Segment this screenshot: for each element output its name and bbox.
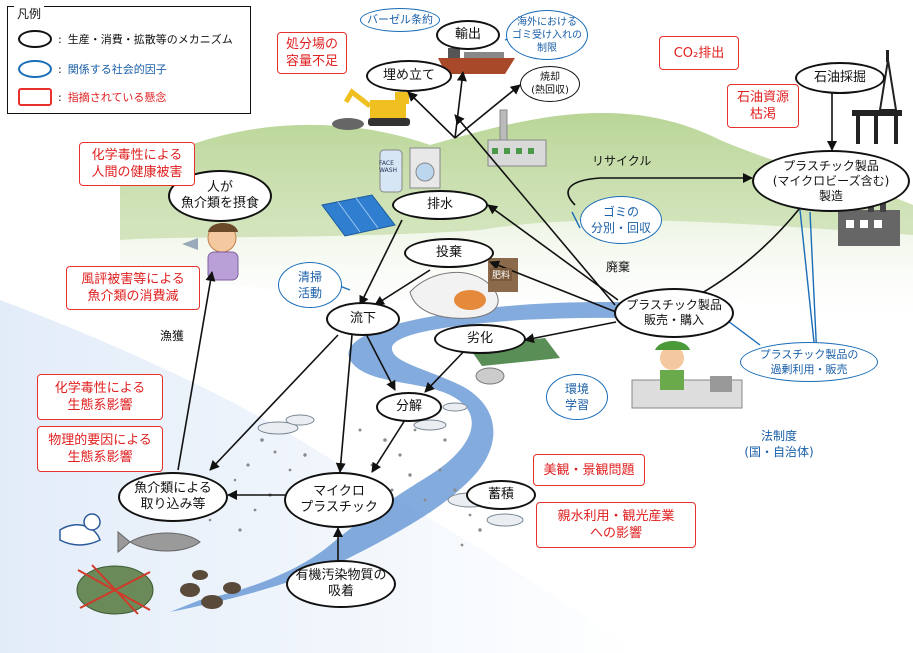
legend-title: 凡例 (14, 5, 45, 22)
node-sale-purchase[interactable]: プラスチック製品 販売・購入 (614, 288, 734, 338)
arrow-to-incineration (454, 84, 521, 139)
legend-social-factor-label: 関係する社会的因子 (67, 63, 167, 76)
seabird-icon (59, 513, 101, 546)
arrow-runoff-to-fish (209, 334, 339, 471)
arrow-decomposition-to-micro (371, 419, 406, 473)
arrow-to-degradation (524, 321, 617, 344)
fish-icon (117, 530, 201, 554)
node-plastic-production[interactable]: プラスチック製品 (マイクロビーズ含む) 製造 (752, 150, 910, 212)
node-runoff[interactable]: 流下 (326, 302, 400, 336)
legend-row-concern: : 指摘されている懸念 (18, 87, 166, 107)
node-export[interactable]: 輸出 (436, 20, 500, 50)
concern-landfill-capacity[interactable]: 処分場の 容量不足 (277, 32, 347, 74)
node-fish-intake[interactable]: 魚介類による 取り込み等 (118, 472, 228, 522)
node-drainage[interactable]: 排水 (392, 190, 488, 220)
arrow-runoff-to-decomposition (364, 331, 396, 391)
legend-mechanism-symbol (18, 30, 52, 48)
factor-cleanup-activity[interactable]: 清掃 活動 (278, 262, 342, 308)
legend-row-social-factor: : 関係する社会的因子 (18, 59, 167, 79)
face-wash-label: FACE WASH (379, 160, 398, 174)
washing-machine-icon (379, 147, 441, 193)
edge-label-disposal: 廃棄 (606, 260, 631, 274)
turtle-icon (76, 564, 154, 615)
factor-waste-sorting[interactable]: ゴミの 分別・回収 (580, 196, 662, 244)
arrow-recycle (567, 173, 753, 206)
arrow-sale-to-branch (454, 114, 616, 306)
person-eating-icon (182, 223, 239, 281)
arrow-drainage-to-runoff (359, 219, 403, 306)
node-degradation[interactable]: 劣化 (434, 324, 526, 354)
factor-basel-convention[interactable]: バーゼル条約 (360, 8, 440, 32)
concern-physical-ecosystem[interactable]: 物理的要因による 生態系影響 (37, 426, 163, 472)
node-microplastic[interactable]: マイクロ プラスチック (284, 472, 394, 528)
arrow-to-export (454, 71, 467, 139)
concern-human-health[interactable]: 化学毒性による 人間の健康被害 (79, 142, 195, 186)
concern-co2-emission[interactable]: CO₂排出 (659, 36, 739, 70)
concern-consumption-decline[interactable]: 風評被害等による 魚介類の消費減 (66, 266, 200, 310)
factor-overseas-limit[interactable]: 海外における ゴミ受け入れの 制限 (506, 10, 588, 60)
concern-oil-depletion[interactable]: 石油資源 枯渇 (727, 84, 799, 128)
node-decomposition[interactable]: 分解 (376, 392, 442, 422)
fertilizer-bag-label: 肥料 (490, 268, 513, 281)
node-landfill[interactable]: 埋め立て (366, 60, 452, 92)
legend-concern-symbol (18, 88, 52, 106)
legend-concern-label: 指摘されている懸念 (67, 91, 167, 104)
node-accumulation[interactable]: 蓄積 (466, 480, 536, 510)
factor-excessive-use[interactable]: プラスチック製品の 過剰利用・販売 (740, 342, 878, 382)
shellfish-icon (180, 570, 241, 609)
arrow-to-drainage (487, 204, 619, 301)
legend-row-mechanism: : 生産・消費・拡散等のメカニズム (18, 29, 233, 49)
ship-icon (438, 48, 515, 74)
solar-panel-icon (321, 194, 396, 237)
incinerator-icon (487, 109, 547, 167)
edge-label-recycle: リサイクル (592, 154, 652, 168)
arrow-to-landfill (407, 91, 456, 139)
node-incineration[interactable]: 焼却 (熱回収) (520, 66, 580, 102)
legend-mechanism-label: 生産・消費・拡散等のメカニズム (67, 33, 233, 46)
factor-legal-system: 法制度 (国・自治体) (744, 429, 814, 459)
shop-scene-icon (631, 341, 743, 409)
concern-landscape[interactable]: 美観・景観問題 (533, 454, 645, 486)
concern-chemical-ecosystem[interactable]: 化学毒性による 生態系影響 (37, 374, 163, 420)
oil-rig-icon (852, 50, 902, 144)
node-oil-extraction[interactable]: 石油採掘 (795, 62, 885, 94)
factor-environmental-learning[interactable]: 環境 学習 (546, 374, 608, 420)
arrow-runoff-to-micro (335, 334, 353, 473)
excavator-icon (332, 88, 410, 130)
arrow-fish-to-human (177, 271, 216, 471)
edge-label-fishing: 漁獲 (160, 329, 185, 343)
flow-arrows (177, 71, 837, 562)
concern-tourism-impact[interactable]: 親水利用・観光産業 への影響 (536, 502, 696, 548)
node-dumping[interactable]: 投棄 (404, 238, 494, 268)
legend: 凡例 : 生産・消費・拡散等のメカニズム : 関係する社会的因子 : 指摘されて… (7, 5, 251, 114)
node-pollutant-adsorption[interactable]: 有機汚染物質の 吸着 (286, 560, 396, 608)
legend-social-factor-symbol (18, 60, 52, 78)
arrow-dumping-to-runoff (374, 269, 431, 306)
